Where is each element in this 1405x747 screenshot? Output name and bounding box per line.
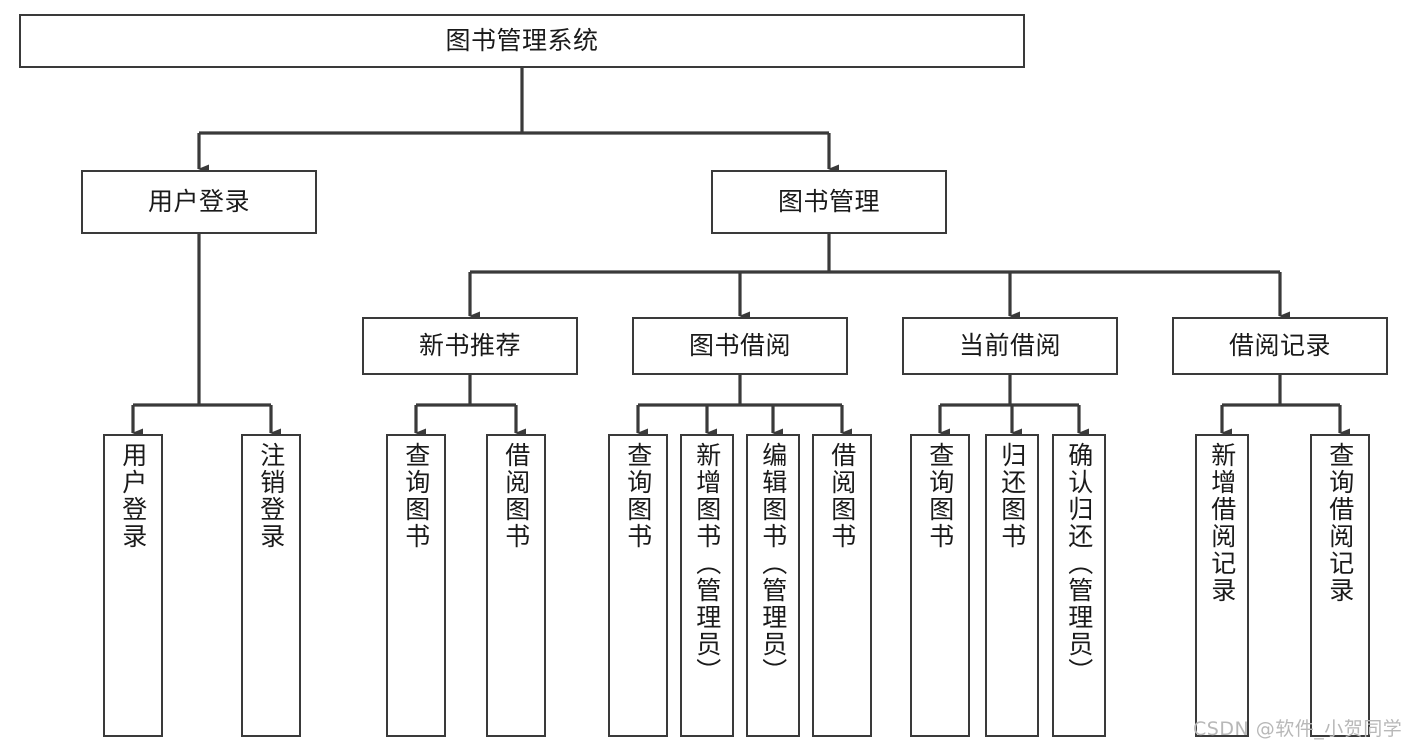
node-label: 新增图书（管理员）: [692, 442, 722, 685]
node-label: 查询图书: [401, 442, 431, 550]
node-bookmgmt[interactable]: 图书管理: [711, 170, 947, 234]
node-root[interactable]: 图书管理系统: [19, 14, 1025, 68]
node-login[interactable]: 用户登录: [81, 170, 317, 234]
node-label: 图书管理系统: [445, 26, 599, 56]
node-label: 查询图书: [925, 442, 955, 550]
node-label: 新书推荐: [418, 331, 521, 361]
node-label: 确认归还（管理员）: [1064, 442, 1094, 685]
node-leaf-rec-add[interactable]: 新增借阅记录: [1195, 434, 1249, 737]
connector-lines: [131, 68, 1350, 438]
node-leaf-borrow-edit[interactable]: 编辑图书（管理员）: [746, 434, 800, 737]
node-label: 查询图书: [623, 442, 653, 550]
node-label: 查询借阅记录: [1325, 442, 1355, 604]
node-label: 借阅图书: [827, 442, 857, 550]
node-label: 归还图书: [997, 442, 1027, 550]
node-records[interactable]: 借阅记录: [1172, 317, 1388, 375]
node-leaf-borrow-add[interactable]: 新增图书（管理员）: [680, 434, 734, 737]
node-label: 用户登录: [147, 187, 250, 217]
node-leaf-cur-return[interactable]: 归还图书: [985, 434, 1039, 737]
node-leaf-user-logout[interactable]: 注销登录: [241, 434, 301, 737]
node-label: 新增借阅记录: [1207, 442, 1237, 604]
node-borrow[interactable]: 图书借阅: [632, 317, 848, 375]
node-leaf-user-login[interactable]: 用户登录: [103, 434, 163, 737]
node-label: 图书管理: [777, 187, 880, 217]
node-label: 当前借阅: [958, 331, 1061, 361]
node-leaf-rec-query[interactable]: 查询借阅记录: [1310, 434, 1370, 737]
node-leaf-cur-confirm[interactable]: 确认归还（管理员）: [1052, 434, 1106, 737]
node-label: 借阅图书: [501, 442, 531, 550]
node-leaf-new-borrow[interactable]: 借阅图书: [486, 434, 546, 737]
node-leaf-borrow-take[interactable]: 借阅图书: [812, 434, 872, 737]
node-label: 编辑图书（管理员）: [758, 442, 788, 685]
node-label: 注销登录: [256, 442, 286, 550]
node-newbook[interactable]: 新书推荐: [362, 317, 578, 375]
node-current[interactable]: 当前借阅: [902, 317, 1118, 375]
node-label: 图书借阅: [688, 331, 791, 361]
node-leaf-cur-query[interactable]: 查询图书: [910, 434, 970, 737]
node-label: 用户登录: [118, 442, 148, 550]
node-leaf-new-query[interactable]: 查询图书: [386, 434, 446, 737]
node-leaf-borrow-query[interactable]: 查询图书: [608, 434, 668, 737]
node-label: 借阅记录: [1228, 331, 1331, 361]
